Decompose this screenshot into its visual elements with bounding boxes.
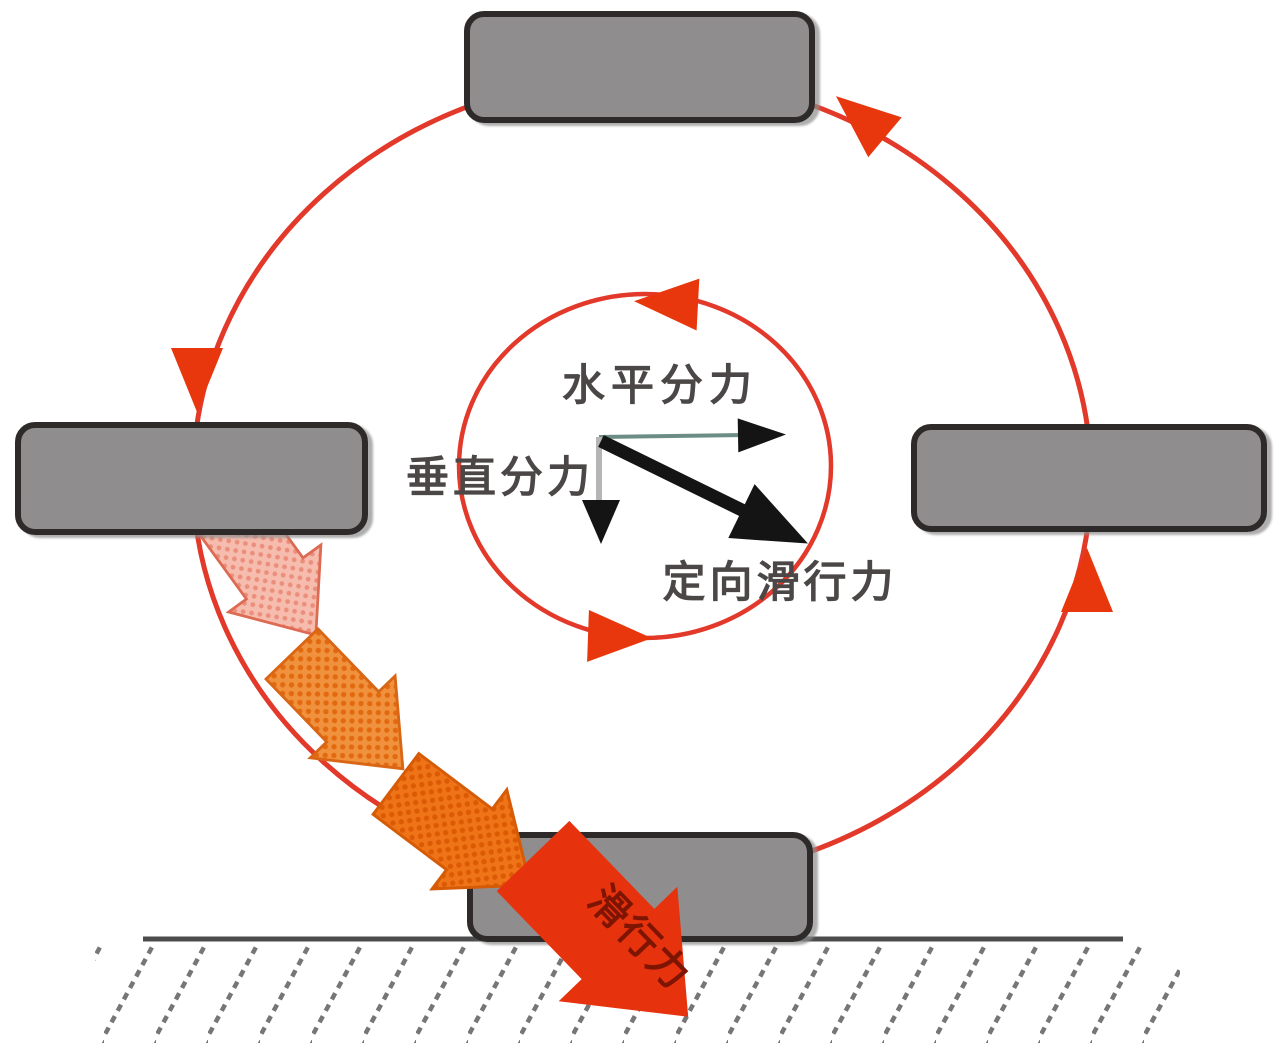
cascade-arrow-3 <box>371 751 533 891</box>
outer-rotation-arrowhead-topright-up-icon <box>835 96 902 158</box>
tread-block-left <box>15 422 368 535</box>
inner-rotation-arrowhead-top-left-icon <box>634 278 700 331</box>
resultant-force-shaft <box>598 435 755 521</box>
inner-rotation-arrowhead-bottom-right-icon <box>587 609 652 662</box>
label-vertical-component: 垂直分力 <box>406 454 594 502</box>
force-vector-group <box>582 418 808 544</box>
vertical-force-arrowhead-icon <box>582 500 620 544</box>
sliding-force-arrow-shape <box>496 820 689 1017</box>
outer-rotation-arrowhead-left-down-icon <box>171 348 223 412</box>
cascade-arrow-2 <box>264 626 405 771</box>
horizontal-force-arrowhead-icon <box>737 418 786 453</box>
tread-block-right <box>911 424 1267 532</box>
horizontal-force-shaft <box>598 433 747 439</box>
resultant-force-arrowhead-icon <box>728 484 808 544</box>
outer-rotation-arrowhead-right-up-icon <box>1061 548 1113 612</box>
label-directional-sliding-force: 定向滑行力 <box>663 559 898 607</box>
label-horizontal-component: 水平分力 <box>562 362 758 410</box>
tread-block-top <box>464 11 815 123</box>
